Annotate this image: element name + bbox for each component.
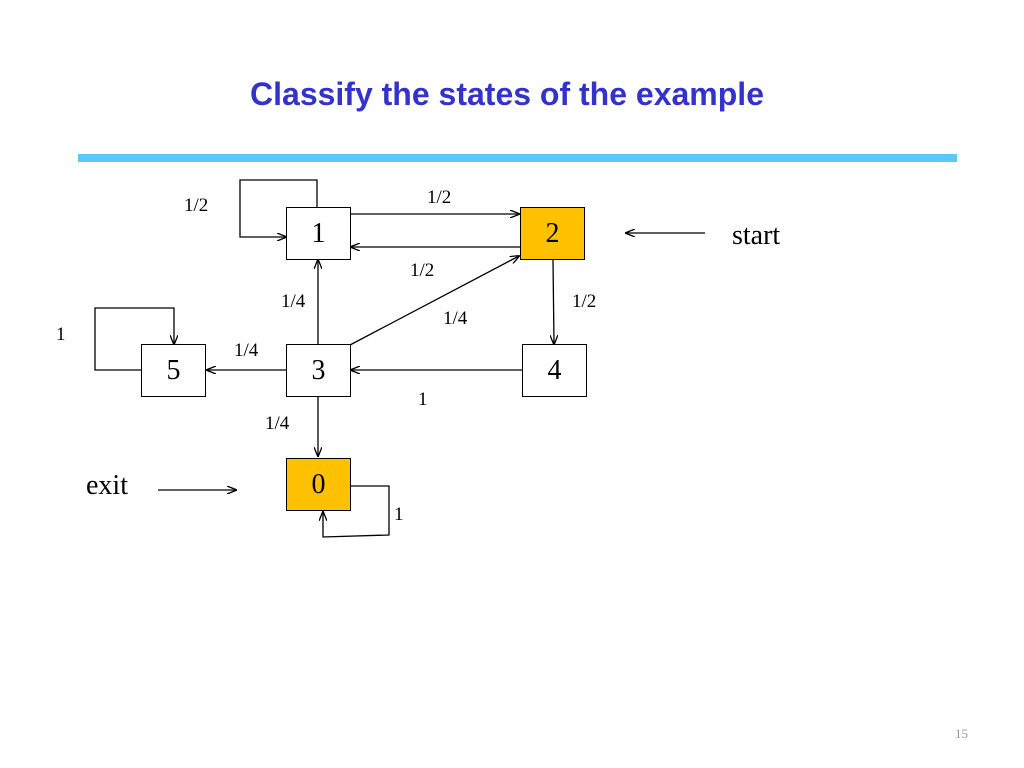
label-3-to-0: 1/4 — [265, 413, 290, 434]
label-2-to-4: 1/2 — [572, 291, 597, 312]
slide-title: Classify the states of the example — [250, 76, 764, 112]
edge-loop-1 — [239, 179, 318, 237]
label-3-to-5: 1/4 — [234, 340, 259, 361]
state-node-0: 0 — [286, 458, 351, 511]
page-number: 15 — [955, 726, 968, 741]
edge-2-to-4 — [553, 259, 554, 344]
label-3-to-1: 1/4 — [281, 291, 306, 312]
state-node-3: 3 — [286, 344, 351, 397]
label-loop-0: 1 — [394, 504, 404, 525]
exit-label: exit — [86, 470, 128, 501]
edge-loop-5 — [94, 307, 174, 371]
label-4-to-3: 1 — [418, 389, 428, 410]
state-node-2: 2 — [520, 207, 585, 260]
label-loop-1: 1/2 — [184, 195, 209, 216]
label-3-to-2: 1/4 — [443, 308, 468, 329]
start-label: start — [732, 220, 781, 251]
edge-3-to-2 — [349, 256, 519, 346]
edge-loop-0 — [323, 485, 390, 538]
state-node-1: 1 — [286, 207, 351, 260]
label-loop-5: 1 — [56, 324, 66, 345]
state-node-5: 5 — [141, 344, 206, 397]
label-1-to-2: 1/2 — [427, 187, 452, 208]
state-node-4: 4 — [522, 344, 587, 397]
title-rule — [78, 154, 957, 162]
label-2-to-1: 1/2 — [410, 260, 435, 281]
